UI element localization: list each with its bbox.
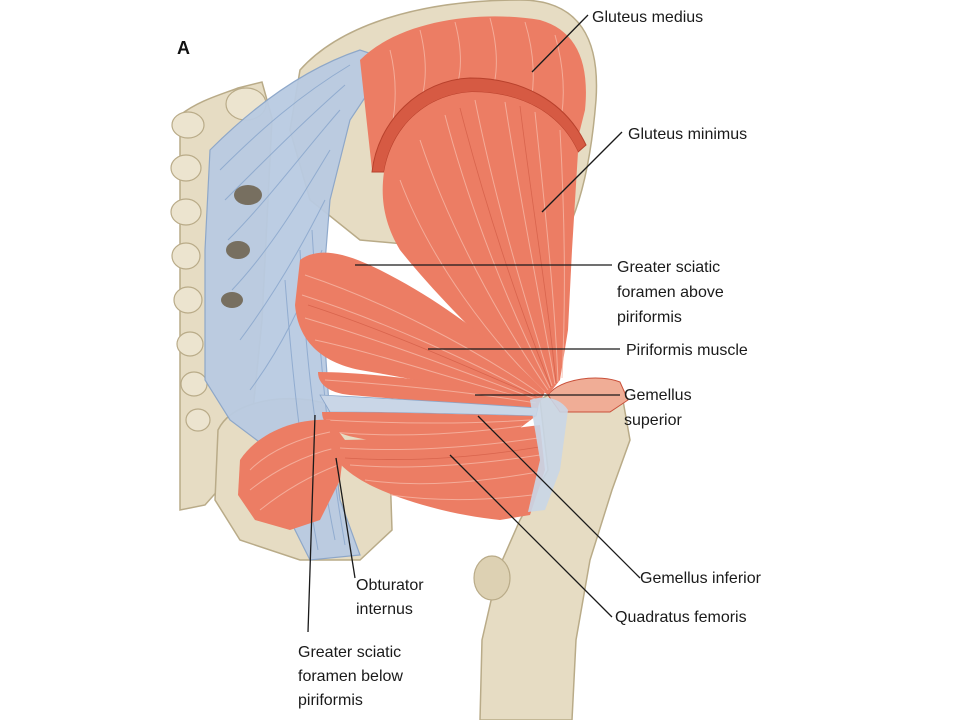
label-gluteus-medius: Gluteus medius <box>592 9 703 26</box>
panel-label: A <box>177 38 190 58</box>
leader-gluteus-minimus <box>541 131 623 213</box>
leader-gluteus-medius <box>531 14 589 73</box>
quadratus-femoris-fibers <box>339 437 541 500</box>
gluteus-minimus-muscle <box>382 92 578 395</box>
label-piriformis: Piriformis muscle <box>626 342 748 359</box>
label-gemellus-inferior: Gemellus inferior <box>640 570 762 587</box>
obturator-internus-muscle <box>238 419 345 530</box>
gemellus-superior-muscle <box>318 372 540 408</box>
label-gsf-above: Greater sciatic foramen above piriformis <box>617 259 728 326</box>
leader-gemellus-inferior <box>477 415 641 579</box>
leader-quadratus-femoris <box>449 454 613 618</box>
lesser-trochanter <box>473 555 511 601</box>
obturator-internus-fibers <box>249 431 339 511</box>
leader-lines <box>307 14 641 633</box>
gluteus-minimus-fibers <box>399 99 565 393</box>
leader-gsf-below <box>307 414 316 633</box>
label-quadratus-femoris: Quadratus femoris <box>615 609 747 626</box>
label-gsf-below: Greater sciatic foramen below piriformis <box>298 644 407 709</box>
piriformis-muscle <box>295 252 545 402</box>
gemelli-fibers <box>324 379 537 436</box>
label-gluteus-minimus: Gluteus minimus <box>628 126 747 143</box>
label-gemellus-superior: Gemellus superior <box>624 387 696 429</box>
femoral-attachment <box>528 397 568 512</box>
label-obturator-internus: Obturator internus <box>356 577 428 618</box>
leader-obturator-internus <box>335 457 356 579</box>
